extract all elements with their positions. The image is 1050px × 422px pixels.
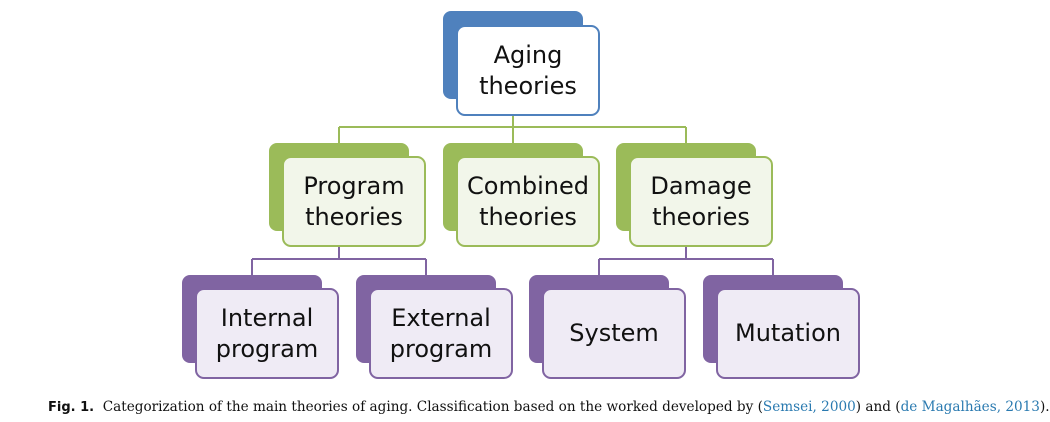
citation-de-magalhaes[interactable]: de Magalhães, 2013 bbox=[900, 399, 1040, 415]
root-connectors bbox=[338, 115, 687, 145]
node-internal-program: Internal program bbox=[182, 275, 339, 379]
node-external-line1: External bbox=[391, 304, 491, 332]
node-internal-front bbox=[195, 288, 339, 379]
node-aging-theories: Aging theories bbox=[443, 11, 600, 116]
node-internal-line2: program bbox=[216, 335, 318, 363]
caption-text-middle: ) and ( bbox=[855, 399, 901, 415]
node-damage-front bbox=[629, 156, 773, 247]
node-damage-theories: Damage theories bbox=[616, 143, 773, 247]
node-internal-line1: Internal bbox=[221, 304, 314, 332]
node-root-front bbox=[456, 25, 600, 116]
node-combined-theories: Combined theories bbox=[443, 143, 600, 247]
node-system: System bbox=[529, 275, 686, 379]
figure-label: Fig. 1. bbox=[48, 400, 95, 415]
node-damage-line1: Damage bbox=[650, 172, 751, 200]
connectors bbox=[251, 115, 774, 275]
node-mutation: Mutation bbox=[703, 275, 860, 379]
node-damage-line2: theories bbox=[652, 203, 750, 231]
node-root-line1: Aging bbox=[494, 41, 563, 69]
figure-caption: Fig. 1. Categorization of the main theor… bbox=[48, 399, 1050, 415]
node-external-program: External program bbox=[356, 275, 513, 379]
node-program-front bbox=[282, 156, 426, 247]
node-program-line2: theories bbox=[305, 203, 403, 231]
program-connectors bbox=[251, 246, 427, 275]
node-combined-line2: theories bbox=[479, 203, 577, 231]
node-system-line1: System bbox=[569, 319, 659, 347]
node-program-line1: Program bbox=[303, 172, 404, 200]
node-root-line2: theories bbox=[479, 72, 577, 100]
node-combined-front bbox=[456, 156, 600, 247]
node-external-line2: program bbox=[390, 335, 492, 363]
node-program-theories: Program theories bbox=[269, 143, 426, 247]
citation-semsei[interactable]: Semsei, 2000 bbox=[762, 399, 856, 415]
node-external-front bbox=[369, 288, 513, 379]
node-mutation-line1: Mutation bbox=[735, 319, 841, 347]
damage-connectors bbox=[598, 246, 774, 275]
node-mutation-front bbox=[716, 288, 860, 379]
node-system-front bbox=[542, 288, 686, 379]
caption-text-before: Categorization of the main theories of a… bbox=[102, 399, 763, 415]
caption-text-after: ). bbox=[1039, 399, 1050, 415]
node-combined-line1: Combined bbox=[467, 172, 589, 200]
aging-theories-diagram: Aging theories Program theories Combined… bbox=[182, 11, 860, 379]
